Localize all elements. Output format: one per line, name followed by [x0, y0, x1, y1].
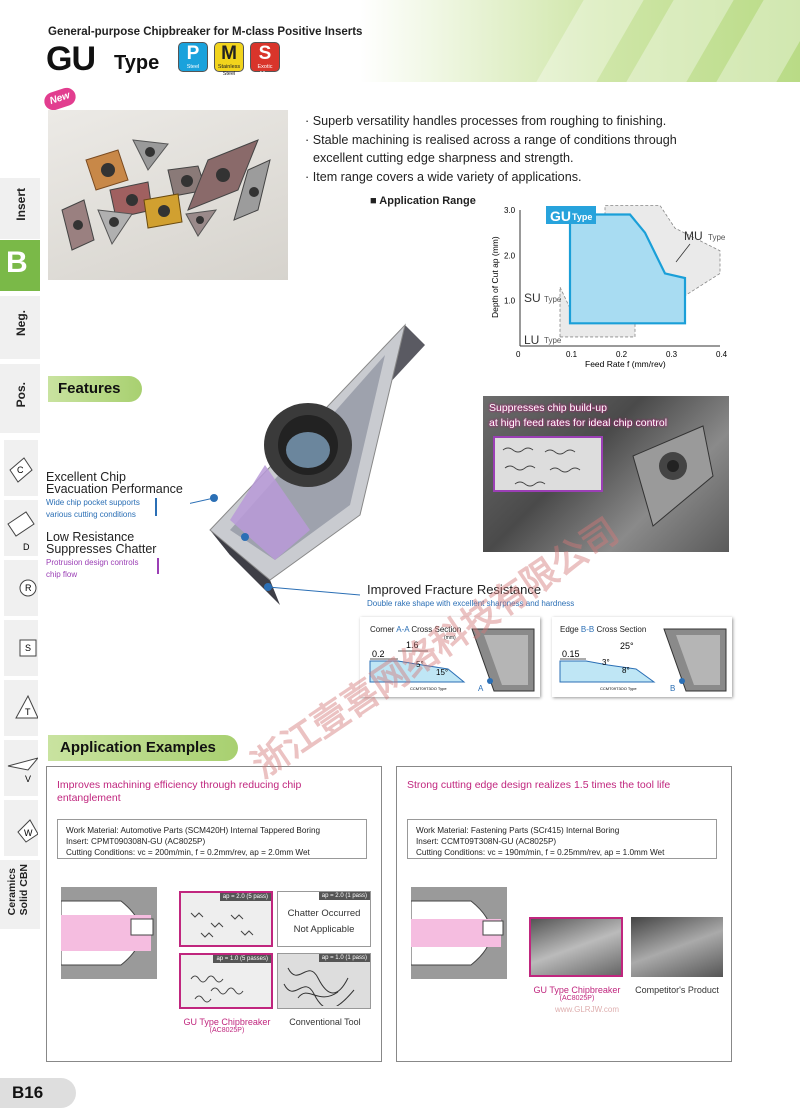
svg-text:Type: Type: [544, 295, 562, 304]
insert-illustration: [190, 323, 425, 605]
svg-text:V: V: [25, 774, 31, 784]
svg-text:5°: 5°: [416, 660, 424, 669]
example-left-title: Improves machining efficiency through re…: [57, 779, 302, 804]
chart-label-su: SU: [524, 291, 541, 305]
chart-y-tick: 2.0: [504, 251, 516, 260]
chip-photo-conv-2: ap = 1.0 (1 pass): [277, 953, 371, 1009]
svg-text:0.2: 0.2: [372, 649, 385, 659]
chart-x-tick: 0.4: [716, 350, 728, 359]
example-left-conditions: Work Material: Automotive Parts (SCM420H…: [57, 819, 367, 859]
shape-tab-w[interactable]: W: [4, 800, 39, 856]
chip-photo-gu-1: ap = 2.0 (5 pass): [179, 891, 273, 947]
chart-xlabel: Feed Rate f (mm/rev): [585, 359, 666, 369]
page-number-tab: B16: [0, 1078, 76, 1108]
boring-diagram-right: [411, 887, 507, 979]
example-right-box: Strong cutting edge design realizes 1.5 …: [396, 766, 732, 1062]
example-right-conditions: Work Material: Fastening Parts (SCr415) …: [407, 819, 717, 859]
svg-text:Type: Type: [544, 336, 562, 345]
shape-tab-t[interactable]: T: [4, 680, 39, 736]
competitor-label: Competitor's Product: [635, 985, 719, 995]
chart-ylabel: Depth of Cut ap (mm): [490, 236, 500, 318]
chart-x-tick: 0.3: [666, 350, 678, 359]
features-heading: Features: [48, 376, 142, 402]
svg-text:D: D: [23, 542, 30, 552]
svg-text:Type: Type: [708, 233, 726, 242]
svg-text:1.6: 1.6: [406, 640, 419, 650]
chart-label-lu: LU: [524, 333, 539, 347]
shape-tab-c[interactable]: C: [4, 440, 38, 496]
page-title: GU: [46, 40, 96, 78]
svg-text:R: R: [25, 583, 32, 593]
gu-label-right: GU Type Chipbreaker(AC8025P): [533, 985, 621, 1002]
chart-x-tick: 0.2: [616, 350, 628, 359]
svg-text:GU: GU: [550, 208, 571, 224]
chart-x-tick: 0.1: [566, 350, 578, 359]
machining-photo: Suppresses chip build-up at high feed ra…: [483, 396, 729, 552]
feature-bullets: · Superb versatility handles processes f…: [305, 114, 677, 184]
chart-legend-gu: GU Type: [546, 206, 596, 224]
wear-photo-gu: [529, 917, 623, 977]
svg-text:8°: 8°: [622, 666, 630, 675]
page-header: [0, 0, 800, 82]
new-badge: New: [42, 85, 78, 113]
page-title-suffix: Type: [114, 52, 160, 74]
watermark-url: www.GLRJW.com: [555, 1005, 620, 1014]
svg-text:15°: 15°: [436, 668, 448, 677]
shape-tab-v[interactable]: V: [4, 740, 40, 796]
chart-title: ■ Application Range: [370, 195, 476, 207]
chart-y-tick: 1.0: [504, 297, 516, 306]
chart-y-tick: 3.0: [504, 206, 516, 215]
corner-cross-section: Corner A-A Cross Section (mm) 0.2 1.6 5°…: [360, 617, 540, 697]
sidebar-tab-ceramics[interactable]: Ceramics Solid CBN: [0, 860, 40, 930]
chart-label-mu: MU: [684, 229, 703, 243]
application-range-chart: 0 0.1 0.2 0.3 0.4 1.0 2.0 3.0 Depth of Cut ap (…: [490, 205, 728, 369]
svg-text:0.15: 0.15: [562, 649, 580, 659]
sidebar-tab-b[interactable]: B: [0, 240, 40, 292]
page-number: B16: [12, 1083, 44, 1102]
svg-text:Type: Type: [572, 212, 592, 222]
application-examples-heading: Application Examples: [48, 735, 238, 761]
chip-photo-gu-2: ap = 1.0 (5 passes): [179, 953, 273, 1009]
product-photo: [48, 110, 288, 280]
svg-text:B: B: [670, 684, 675, 693]
edge-cross-section: Edge B-B Cross Section 0.15 25° 3° 8° CC…: [552, 617, 732, 697]
wear-photo-competitor: [631, 917, 723, 977]
svg-text:A: A: [478, 684, 484, 693]
sidebar-tab-neg[interactable]: Neg.: [0, 296, 40, 360]
svg-text:CCMT09T3OO Type: CCMT09T3OO Type: [600, 686, 637, 691]
example-right-title: Strong cutting edge design realizes 1.5 …: [407, 779, 671, 791]
chip-photo-conv-1: ap = 2.0 (1 pass) Chatter Occurred Not A…: [277, 891, 371, 947]
svg-text:T: T: [25, 707, 31, 717]
example-left-box: Improves machining efficiency through re…: [46, 766, 382, 1062]
svg-text:C: C: [17, 465, 24, 475]
feature-chatter: Low Resistance Suppresses Chatter Protru…: [46, 530, 157, 579]
svg-text:3°: 3°: [602, 658, 610, 667]
chart-x-tick: 0: [516, 350, 521, 359]
sidebar-tab-pos[interactable]: Pos.: [0, 364, 40, 434]
sidebar-tab-insert[interactable]: Insert: [0, 178, 40, 240]
page-subtitle: General-purpose Chipbreaker for M-class …: [48, 26, 363, 38]
feature-fracture: Improved Fracture Resistance Double rake…: [367, 582, 575, 608]
svg-text:25°: 25°: [620, 641, 634, 651]
shape-tab-r[interactable]: R: [4, 560, 38, 616]
svg-text:S: S: [25, 643, 31, 653]
feature-evacuation: Excellent Chip Evacuation Performance Wi…: [46, 470, 183, 519]
conv-label-left: Conventional Tool: [289, 1017, 361, 1027]
gu-label-left: GU Type Chipbreaker(AC8025P): [183, 1017, 271, 1034]
shape-tab-s[interactable]: S: [4, 620, 38, 676]
shape-tab-d[interactable]: D: [4, 500, 38, 556]
chip-sample-inset: [493, 436, 603, 492]
svg-text:W: W: [24, 828, 33, 838]
boring-diagram-left: [61, 887, 157, 979]
chart-area-lu-type: [559, 286, 636, 338]
svg-text:CCMT09T3OO Type: CCMT09T3OO Type: [410, 686, 447, 691]
